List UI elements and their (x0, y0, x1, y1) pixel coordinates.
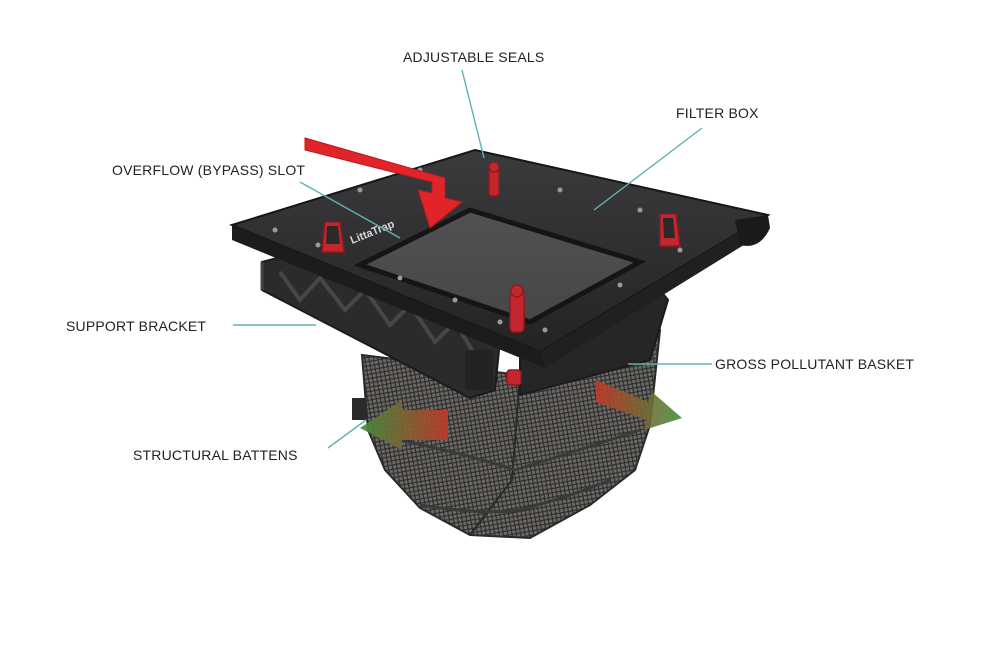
seal-lower-icon (506, 369, 522, 386)
label-overflow-slot: OVERFLOW (BYPASS) SLOT (112, 162, 306, 178)
leader-lines (233, 69, 712, 449)
seal-front-icon (509, 284, 525, 333)
leader-adjustable-seals (461, 69, 485, 159)
leader-filter-box (593, 127, 703, 211)
leader-overflow-slot (299, 181, 401, 239)
label-structural-battens: STRUCTURAL BATTENS (133, 447, 298, 463)
label-adjustable-seals: ADJUSTABLE SEALS (403, 49, 545, 65)
adjustable-seals (321, 161, 681, 386)
filter-box (229, 148, 771, 368)
seal-left-icon (321, 221, 345, 253)
outflow-arrow-left-icon (360, 400, 448, 450)
seal-right-icon (659, 213, 681, 247)
gross-pollutant-basket (352, 328, 662, 540)
leader-structural-battens (327, 419, 367, 449)
seal-top-icon (488, 161, 500, 197)
support-bracket (260, 250, 502, 400)
label-gross-pollutant-basket: GROSS POLLUTANT BASKET (715, 356, 915, 372)
label-support-bracket: SUPPORT BRACKET (66, 318, 207, 334)
outflow-arrow-right-icon (596, 380, 682, 430)
label-filter-box: FILTER BOX (676, 105, 759, 121)
inflow-arrow-icon (304, 137, 464, 229)
